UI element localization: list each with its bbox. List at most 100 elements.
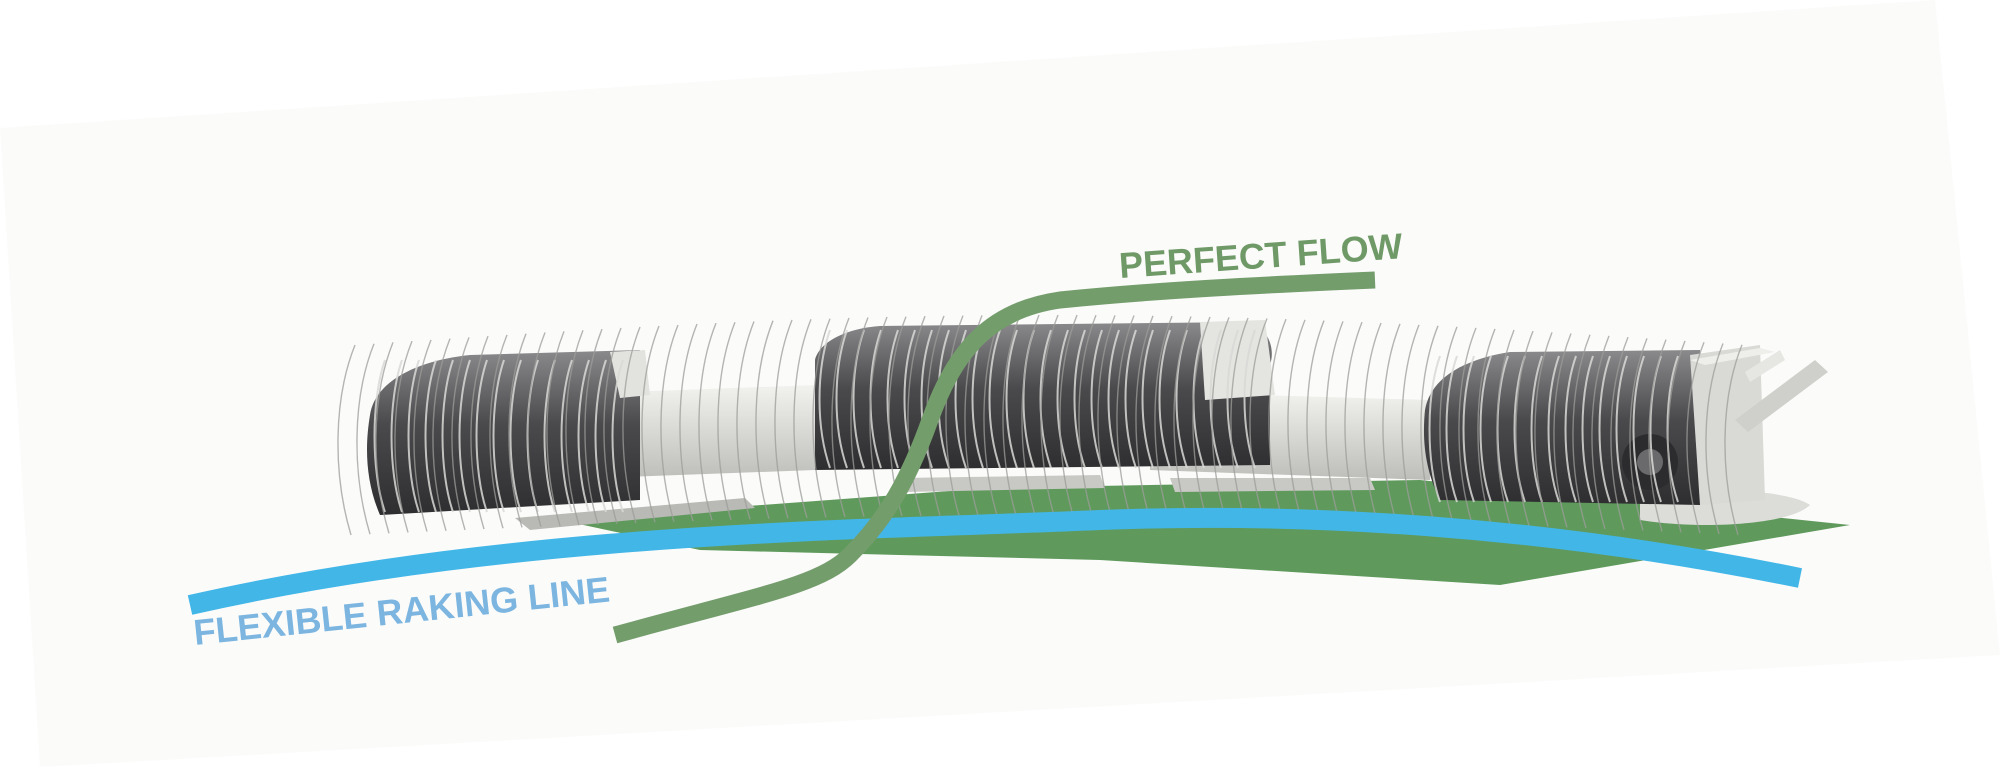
drum-fin — [509, 359, 522, 513]
spring-tine — [907, 315, 926, 516]
drum-fin — [1124, 329, 1137, 469]
drum-fin — [594, 359, 607, 513]
drum-fin — [1564, 355, 1577, 503]
spring-tine — [1553, 333, 1572, 528]
drum-fin — [1090, 329, 1103, 469]
drum-fin — [1615, 355, 1628, 503]
spring-tine — [945, 315, 964, 516]
drum-fin — [1209, 329, 1222, 469]
spring-tine — [736, 321, 755, 520]
drum-fin — [1039, 329, 1052, 469]
spring-tine — [1135, 315, 1154, 516]
drum-fin — [475, 359, 488, 513]
drum-fin — [1107, 329, 1120, 469]
drum-fin — [1056, 329, 1069, 469]
spring-tine — [546, 331, 565, 527]
spring-tine — [660, 324, 679, 522]
skid-right — [1170, 478, 1375, 492]
spring-tine — [1439, 326, 1458, 524]
spring-tine — [1591, 335, 1610, 530]
spring-tine — [1382, 323, 1401, 522]
spring-tine — [1648, 339, 1667, 532]
spring-tine — [1021, 314, 1040, 516]
spring-tine — [1401, 324, 1420, 522]
spring-tine — [850, 317, 869, 517]
drum-fin — [424, 359, 437, 513]
drum-fin — [1226, 329, 1239, 469]
spring-tine — [356, 343, 375, 535]
spring-tine — [1496, 329, 1515, 526]
drum-fin — [1581, 355, 1594, 503]
drum-fin — [1632, 355, 1645, 503]
drum-fin — [886, 329, 899, 469]
spring-tine — [1420, 325, 1439, 523]
drum-fin — [1479, 355, 1492, 503]
drum-fin — [1530, 355, 1543, 503]
drum-fin — [390, 359, 403, 513]
drum-fin — [611, 359, 624, 513]
spring-tine — [1458, 327, 1477, 524]
spring-tine — [1306, 320, 1325, 519]
spring-tines — [337, 314, 1743, 536]
spring-tine — [508, 333, 527, 528]
drum-fin — [1445, 355, 1458, 503]
spring-tine — [1211, 317, 1230, 517]
spring-tine — [774, 319, 793, 519]
spring-tine — [1173, 316, 1192, 517]
drum-fin — [835, 329, 848, 469]
spring-tine — [1059, 314, 1078, 516]
spring-tine — [1078, 314, 1097, 516]
drum-fin — [492, 359, 505, 513]
spring-tine — [1002, 314, 1021, 516]
spring-tine — [717, 322, 736, 521]
drum-fin — [1428, 355, 1441, 503]
spring-tine — [1249, 318, 1268, 518]
spring-tine — [622, 326, 641, 524]
spring-tine — [451, 337, 470, 531]
spring-tine — [1477, 328, 1496, 525]
drum-fin — [407, 359, 420, 513]
drum-fin — [560, 359, 573, 513]
spring-tine — [413, 339, 432, 532]
spring-tine — [641, 325, 660, 523]
flexible-raking-line — [187, 507, 1802, 615]
drum-fin — [1462, 355, 1475, 503]
spring-tine — [793, 319, 812, 519]
rake-machine — [337, 314, 1828, 536]
spring-tine — [527, 332, 546, 527]
spring-tine — [1325, 321, 1344, 520]
spring-tine — [831, 317, 850, 518]
spring-tine — [565, 329, 584, 526]
skid-left — [515, 498, 755, 530]
spring-tine — [1724, 344, 1743, 536]
spring-tine — [1287, 319, 1306, 519]
spring-tine — [432, 338, 451, 531]
spring-tine — [1154, 315, 1173, 516]
drum-fin — [818, 329, 831, 469]
spring-tine — [1686, 341, 1705, 534]
rake-rotor-right — [1423, 350, 1700, 505]
spring-tine — [1572, 334, 1591, 529]
spring-tine — [1610, 336, 1629, 530]
spring-tine — [869, 316, 888, 517]
drum-fin — [441, 359, 454, 513]
drawbar-frame — [1690, 345, 1828, 505]
drum-fin — [1141, 329, 1154, 469]
spring-tine — [1097, 315, 1116, 516]
drum-fin — [1005, 329, 1018, 469]
spring-tine — [1515, 330, 1534, 526]
drum-fin — [1158, 329, 1171, 469]
spring-tine — [1534, 332, 1553, 527]
drum-fin — [988, 329, 1001, 469]
spring-tine — [337, 344, 356, 536]
spring-tine — [812, 318, 831, 518]
spring-tine — [1344, 321, 1363, 520]
spring-tine — [698, 322, 717, 521]
spring-tine — [1230, 317, 1249, 518]
drum-fin — [1547, 355, 1560, 503]
spring-tine — [584, 328, 603, 525]
spring-tine — [1363, 322, 1382, 521]
spring-tine — [1629, 338, 1648, 531]
drum-fin — [1598, 355, 1611, 503]
